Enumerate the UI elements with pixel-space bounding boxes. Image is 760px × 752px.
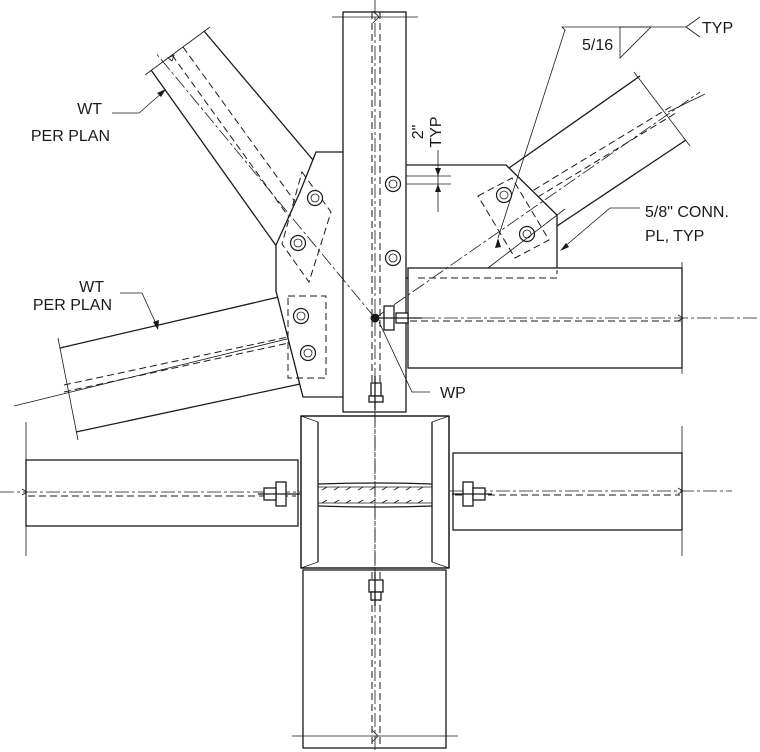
- upper-left-wt-member: [144, 26, 315, 248]
- bolt: [384, 175, 402, 193]
- wt-upper-label-line2: PER PLAN: [31, 128, 110, 145]
- spacing-dimension-typ: TYP: [428, 116, 445, 147]
- left-gusset-plate: [275, 151, 353, 398]
- work-point-label: WP: [440, 385, 466, 402]
- profile-bolts: [258, 305, 492, 606]
- lower-left-splice-zone: [287, 295, 327, 379]
- upper-left-splice-zone: [281, 170, 332, 284]
- wt-lower-label-line2: PER PLAN: [33, 297, 112, 314]
- right-upper-beam: [398, 262, 758, 374]
- bolt: [495, 186, 513, 204]
- annotation-leaders: [112, 16, 701, 393]
- right-gusset-plate: [395, 164, 558, 279]
- conn-plate-label-line1: 5/8" CONN.: [645, 204, 729, 221]
- right-lower-beam: [450, 426, 732, 556]
- gusset-bolts: [289, 175, 536, 362]
- upper-vertical-member: [332, 10, 418, 413]
- spacing-dimension-value: 2": [410, 125, 427, 140]
- bolt: [289, 234, 307, 252]
- wt-lower-label-line1: WT: [79, 279, 104, 296]
- bolt: [384, 249, 402, 267]
- weld-size-label: 5/16: [582, 37, 613, 54]
- wt-upper-label-line1: WT: [77, 101, 102, 118]
- left-lower-beam: [0, 422, 300, 556]
- conn-plate-label-line2: PL, TYP: [645, 228, 704, 245]
- bolt: [306, 189, 324, 207]
- upper-left-work-line: [154, 51, 376, 319]
- weld-typ-label: TYP: [702, 20, 733, 37]
- bolt: [299, 344, 317, 362]
- bolt: [292, 307, 310, 325]
- upper-right-splice-zone: [477, 177, 550, 259]
- work-point-marker: [370, 313, 380, 323]
- upper-right-work-line: [374, 91, 701, 319]
